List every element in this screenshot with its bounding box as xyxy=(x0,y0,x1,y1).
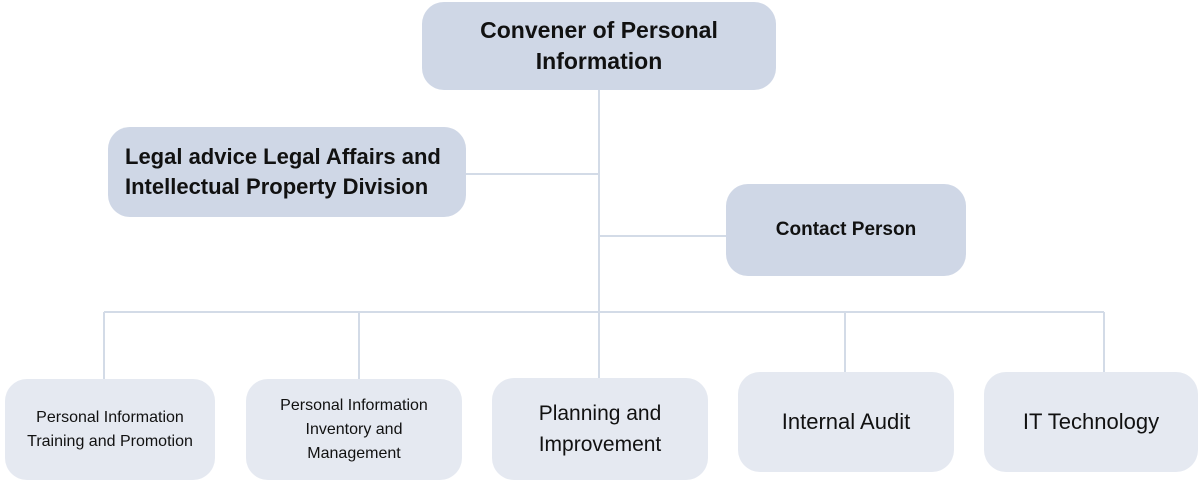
node-internal-audit: Internal Audit xyxy=(738,372,954,472)
node-contact-person-label: Contact Person xyxy=(775,219,917,240)
node-it-technology: IT Technology xyxy=(984,372,1198,472)
node-internal-audit-label: Internal Audit xyxy=(781,409,911,434)
node-training-promotion: Personal Information Training and Promot… xyxy=(5,379,215,480)
node-convener: Convener of Personal Information xyxy=(422,2,776,90)
node-convener-label: Convener of Personal Information xyxy=(480,17,718,74)
node-inventory-management-label: Personal Information Inventory and Manag… xyxy=(280,396,428,462)
node-contact-person: Contact Person xyxy=(726,184,966,276)
node-planning-improvement: Planning and Improvement xyxy=(492,378,708,480)
node-legal-advice-label: Legal advice Legal Affairs and Intellect… xyxy=(125,144,441,199)
node-legal-advice: Legal advice Legal Affairs and Intellect… xyxy=(108,127,466,217)
node-inventory-management: Personal Information Inventory and Manag… xyxy=(246,379,462,480)
node-it-technology-label: IT Technology xyxy=(1022,409,1160,434)
node-training-promotion-label: Personal Information Training and Promot… xyxy=(27,408,193,450)
node-planning-improvement-label: Planning and Improvement xyxy=(538,402,662,456)
